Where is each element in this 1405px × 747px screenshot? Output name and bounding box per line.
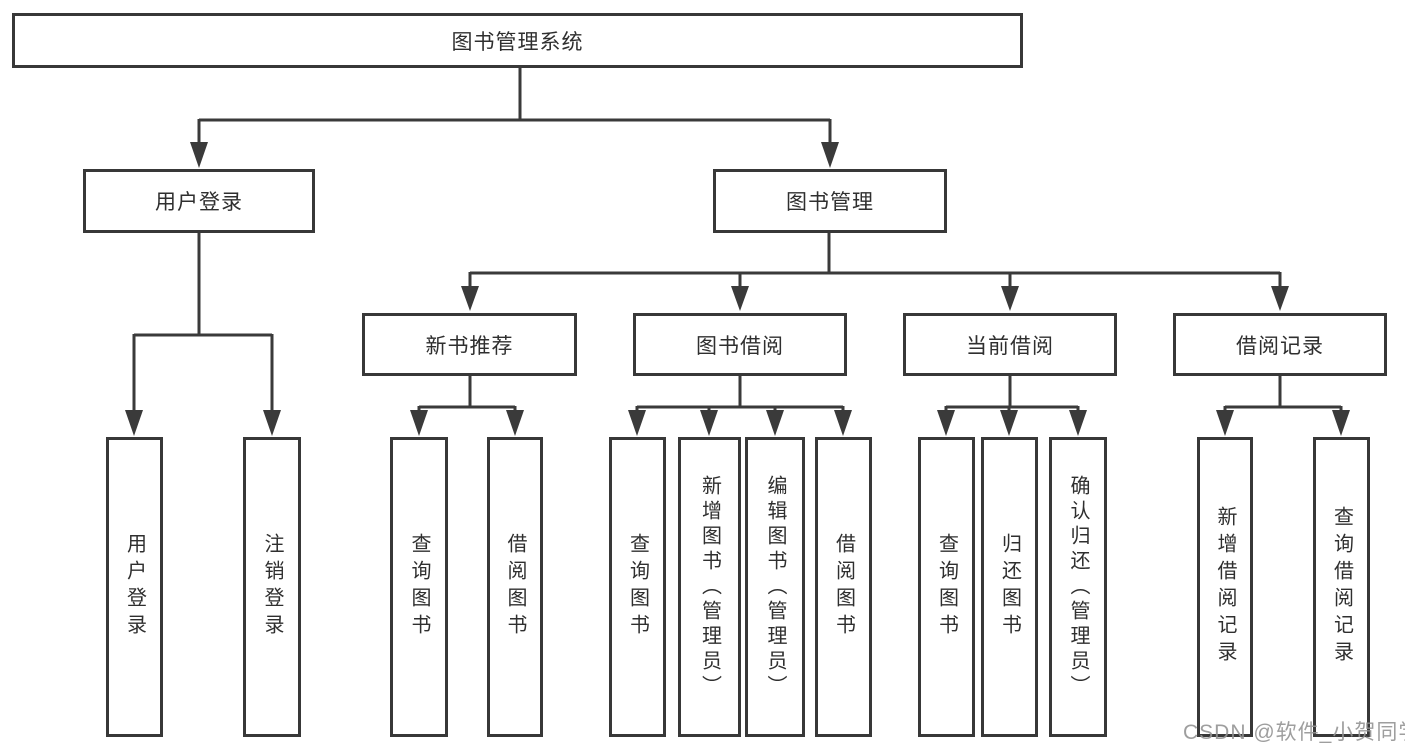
node-label: 图书管理: [786, 191, 874, 214]
node-label: 查询图书: [626, 533, 649, 641]
node-book-borrow: 图书借阅: [633, 313, 847, 376]
node-label: 图书管理系统: [451, 30, 584, 54]
leaf-query-book-recommend: 查询图书: [390, 437, 448, 737]
leaf-borrow-book-recommend: 借阅图书: [487, 437, 543, 737]
node-user-login: 用户登录: [83, 169, 315, 233]
leaf-query-book-current: 查询图书: [918, 437, 975, 737]
node-label: 编辑图书（管理员）: [764, 474, 786, 700]
csdn-watermark: CSDN @软件_小贺同学: [1183, 721, 1405, 744]
arrowheads: [125, 142, 1350, 436]
node-label: 查询图书: [935, 533, 958, 641]
node-label: 借阅图书: [832, 533, 855, 641]
leaf-edit-book-admin: 编辑图书（管理员）: [745, 437, 805, 737]
node-label: 用户登录: [123, 533, 146, 641]
node-label: 当前借阅: [966, 334, 1054, 358]
node-label: 确认归还（管理员）: [1067, 474, 1089, 700]
node-label: 查询借阅记录: [1330, 506, 1353, 668]
leaf-confirm-return-admin: 确认归还（管理员）: [1049, 437, 1107, 737]
node-label: 新增借阅记录: [1214, 506, 1236, 668]
node-label: 注销登录: [261, 533, 283, 641]
leaf-query-borrow-record: 查询借阅记录: [1313, 437, 1370, 737]
leaf-query-book-borrow: 查询图书: [609, 437, 666, 737]
node-borrow-record: 借阅记录: [1173, 313, 1387, 376]
node-label: 新书推荐: [425, 334, 514, 358]
node-label: 用户登录: [155, 191, 243, 214]
leaf-borrow-book: 借阅图书: [815, 437, 872, 737]
leaf-user-login: 用户登录: [106, 437, 163, 737]
leaf-add-borrow-record: 新增借阅记录: [1197, 437, 1253, 737]
node-label: 归还图书: [998, 533, 1021, 641]
leaf-return-book: 归还图书: [981, 437, 1038, 737]
node-label: 图书借阅: [696, 334, 784, 358]
node-current-borrow: 当前借阅: [903, 313, 1117, 376]
leaf-logout: 注销登录: [243, 437, 301, 737]
node-book-management: 图书管理: [713, 169, 947, 233]
leaf-add-book-admin: 新增图书（管理员）: [678, 437, 741, 737]
node-root-system: 图书管理系统: [12, 13, 1023, 68]
node-label: 借阅图书: [504, 533, 526, 641]
node-new-book-recommend: 新书推荐: [362, 313, 577, 376]
node-label: 查询图书: [408, 533, 430, 641]
node-label: 新增图书（管理员）: [698, 474, 721, 700]
node-label: 借阅记录: [1236, 334, 1324, 358]
